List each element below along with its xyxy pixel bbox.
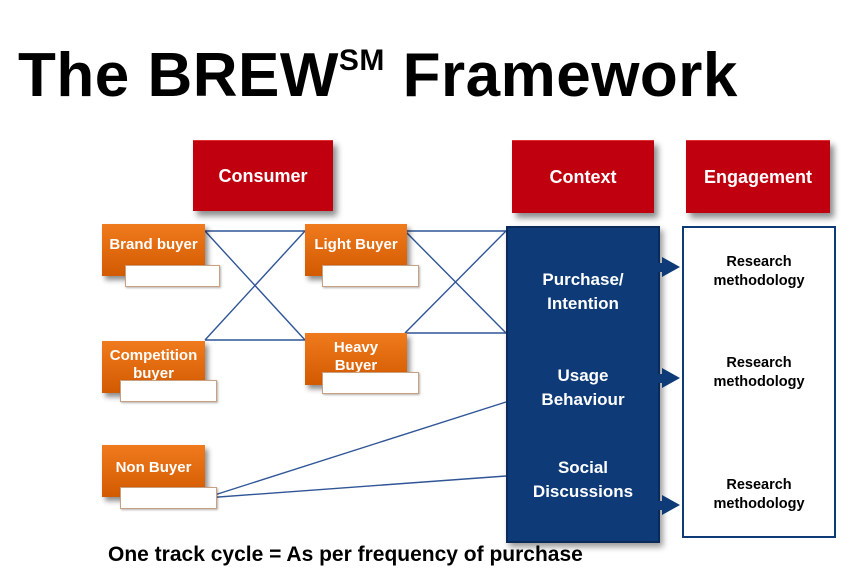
engagement-item-1: Research methodology [713, 254, 805, 289]
line-nonbuyer-social [204, 475, 507, 499]
non-buyer-label: Non Buyer [115, 459, 192, 476]
arrow-stem-3 [656, 501, 664, 510]
brand-buyer-tab [125, 265, 220, 287]
competition-buyer-label-1: Competition [109, 347, 198, 364]
arrow-right-icon [662, 257, 680, 277]
context-social: Social Discussions [532, 458, 634, 501]
competition-buyer-label-2: buyer [133, 365, 174, 382]
arrow-right-icon [662, 368, 680, 388]
context-panel: Purchase/ Intention Usage Behaviour Soci… [506, 226, 660, 543]
context-usage: Usage Behaviour [541, 366, 625, 409]
engagement-panel: Research methodology Research methodolog… [682, 226, 836, 538]
line-nonbuyer-usage [204, 401, 507, 499]
brand-buyer-label: Brand buyer [109, 236, 198, 253]
line-competition-light [204, 230, 306, 341]
header-engagement: Engagement [686, 140, 830, 213]
competition-buyer-tab [120, 380, 217, 402]
page-title: The BREWSM Framework [18, 41, 738, 110]
arrow-stem-1 [656, 263, 664, 272]
arrow-stem-2 [656, 374, 664, 383]
service-mark: SM [338, 44, 385, 77]
light-buyer-label: Light Buyer [314, 236, 398, 253]
header-context: Context [512, 140, 654, 213]
engagement-item-2: Research methodology [713, 355, 805, 390]
heavy-buyer-label-2: Buyer [334, 357, 378, 374]
light-buyer-tab [322, 265, 419, 287]
line-heavy-context-top [404, 230, 507, 334]
engagement-item-3: Research methodology [713, 477, 805, 512]
context-purchase: Purchase/ Intention [542, 270, 624, 313]
header-consumer: Consumer [193, 140, 333, 211]
arrow-right-icon [662, 495, 680, 515]
footer-caption: One track cycle = As per frequency of pu… [108, 543, 583, 566]
heavy-buyer-label-1: Heavy [333, 339, 379, 356]
heavy-buyer-tab [322, 372, 419, 394]
non-buyer-tab [120, 487, 217, 509]
